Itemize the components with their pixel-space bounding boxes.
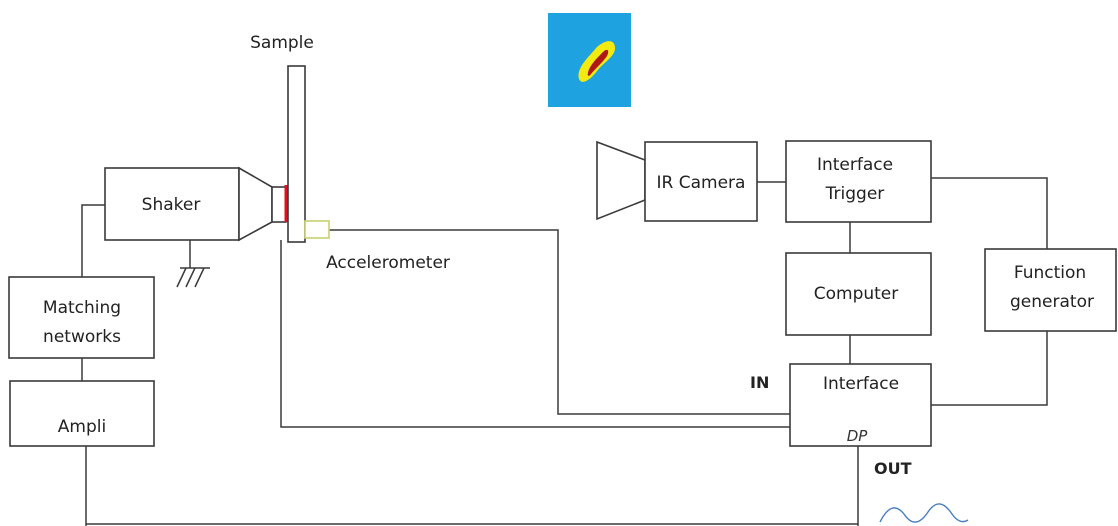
accelerometer-sensor [305,221,329,238]
signal-wave-icon [880,504,968,522]
sample-label: Sample [250,33,314,53]
ir-camera: IR Camera [597,142,757,221]
function-label-line2: generator [1010,292,1094,312]
ir-camera-label: IR Camera [657,173,746,193]
in-label: IN [750,373,769,392]
shaker-label: Shaker [142,195,201,215]
interface-trigger-line1: Interface [817,155,893,175]
sample-bar [288,66,305,242]
shaker: Shaker [105,168,286,240]
matching-label-line2: networks [43,327,121,347]
matching-label-line1: Matching [43,298,121,318]
accelerometer-label: Accelerometer [326,253,450,273]
function-generator-box: Function generator [985,249,1116,331]
wire-function-to-interface [931,331,1047,405]
wire-shaker-to-matching [82,205,105,277]
function-label-line1: Function [1014,263,1086,283]
interface-trigger-line2: Trigger [825,184,885,204]
interface-label: Interface [823,374,899,394]
thermal-image [548,13,631,107]
wire-trigger-to-function [931,178,1047,249]
computer-label: Computer [814,284,899,304]
dp-label: DP [847,427,869,445]
ampli-label: Ampli [58,417,106,437]
matching-networks-box: Matching networks [9,277,154,358]
out-label: OUT [874,459,912,478]
ground-icon [177,240,210,287]
computer-box: Computer [786,253,931,335]
ampli-box: Ampli [10,381,154,446]
interface-box: Interface DP [790,364,931,446]
interface-trigger-box: Interface Trigger [786,141,931,222]
